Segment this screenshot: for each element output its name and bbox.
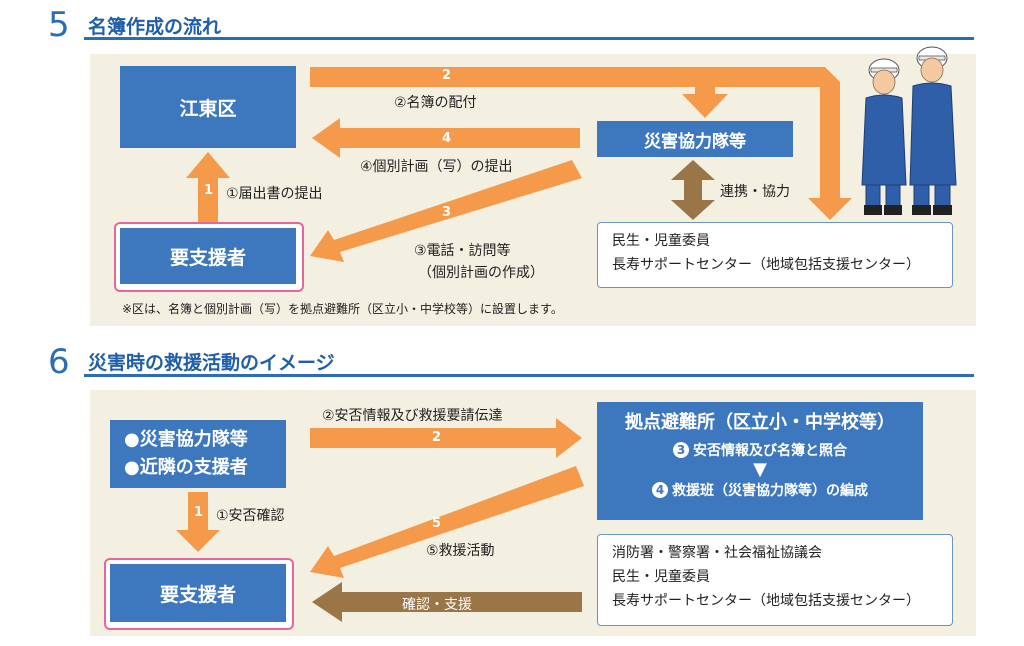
helpers-line2: ●近隣の支援者 [124, 457, 248, 478]
arrow-5-rescue [310, 466, 584, 578]
shelter-box: 拠点避難所（区立小・中学校等） 3 安否情報及び名簿と照合 ▼ 4 救援班（災害… [597, 402, 923, 520]
section5-title: 名簿作成の流れ [88, 16, 222, 38]
koto-ward-box: 江東区 [120, 66, 296, 148]
step4-label: 救援班（災害協力隊等）の編成 [672, 483, 868, 499]
worker-right [909, 46, 957, 215]
step4-number: 4 [652, 482, 668, 498]
disaster-corps-label: 災害協力隊等 [644, 131, 746, 152]
partners6-line3: 長寿サポートセンター（地域包括支援センター） [612, 593, 920, 609]
arrow6-1-number: 1 [194, 505, 204, 520]
arrow-1-label: ①届出書の提出 [226, 186, 323, 202]
arrow-2-label: ②名簿の配付 [394, 95, 477, 111]
arrow-1-number: 1 [204, 183, 214, 198]
arrow6-1-label: ①安否確認 [216, 508, 285, 524]
arrow-4-submit-plan [312, 118, 580, 158]
section6-title: 災害時の救援活動のイメージ [88, 352, 335, 374]
shelter-title: 拠点避難所（区立小・中学校等） [625, 412, 895, 433]
section5-rule [84, 37, 974, 40]
needy-label-5: 要支援者 [169, 246, 246, 269]
arrow-1-check [176, 492, 220, 552]
arrow-3-label-line2: （個別計画の作成） [418, 265, 544, 281]
worker-left [861, 58, 907, 215]
partners5-line1: 民生・児童委員 [612, 233, 710, 249]
confirm-support-arrow [312, 582, 582, 622]
section6-number: 6 [48, 342, 70, 382]
arrow-3-label-line1: ③電話・訪問等 [414, 243, 511, 259]
arrow-4-number: 4 [442, 131, 452, 146]
arrow-3-number: 3 [442, 205, 452, 220]
arrow-1-notify [186, 152, 230, 222]
partners5-line2: 長寿サポートセンター（地域包括支援センター） [612, 257, 920, 273]
section5-number: 5 [48, 5, 70, 45]
step3-row: 3 安否情報及び名簿と照合 [673, 440, 847, 460]
step3-label: 安否情報及び名簿と照合 [693, 443, 847, 459]
partners-box-5: 民生・児童委員 長寿サポートセンター（地域包括支援センター） [597, 222, 953, 288]
koto-ward-label: 江東区 [179, 97, 237, 120]
arrow-2-report [310, 418, 582, 458]
disaster-corps-box: 災害協力隊等 [597, 121, 793, 157]
needy-box-6: 要支援者 [110, 564, 286, 622]
partners6-line2: 民生・児童委員 [612, 569, 710, 585]
arrow-2-distribute [310, 67, 852, 220]
arrow6-5-number: 5 [432, 516, 442, 531]
arrow-2-number: 2 [442, 68, 452, 83]
link-arrow [671, 160, 715, 220]
step-down-arrow-icon: ▼ [753, 459, 767, 480]
step4-row: 4 救援班（災害協力隊等）の編成 [652, 480, 868, 500]
arrow6-5-label: ⑤救援活動 [426, 543, 495, 559]
needy-label-6: 要支援者 [159, 583, 236, 606]
arrow-3-call-visit [310, 160, 582, 262]
link-label: 連携・協力 [720, 184, 790, 200]
needy-box-5: 要支援者 [120, 228, 296, 284]
partners-box-6: 消防署・警察署・社会福祉協議会 民生・児童委員 長寿サポートセンター（地域包括支… [597, 534, 953, 626]
arrow6-2-number: 2 [432, 430, 442, 445]
arrow6-2-label: ②安否情報及び救援要請伝達 [322, 408, 503, 424]
section5-note: ※区は、名簿と個別計画（写）を拠点避難所（区立小・中学校等）に設置します。 [122, 302, 563, 316]
helpers-box: ●災害協力隊等 ●近隣の支援者 [110, 420, 286, 488]
helpers-line1: ●災害協力隊等 [124, 429, 248, 450]
arrow-4-label: ④個別計画（写）の提出 [360, 159, 513, 175]
section6-rule [84, 374, 974, 377]
step3-number: 3 [673, 442, 689, 458]
confirm-support-label: 確認・支援 [402, 597, 472, 613]
partners6-line1: 消防署・警察署・社会福祉協議会 [612, 545, 822, 561]
